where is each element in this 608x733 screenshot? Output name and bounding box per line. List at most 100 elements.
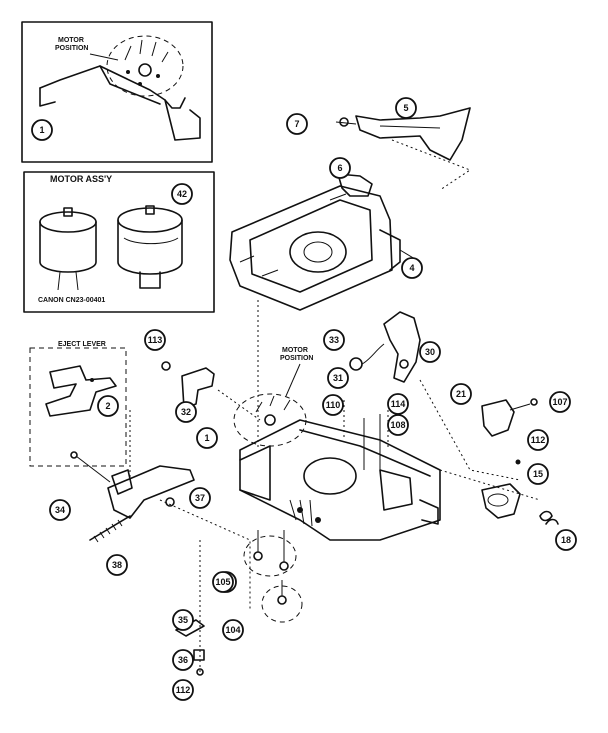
callout-number: 31	[333, 373, 343, 383]
callout-circle	[106, 554, 128, 576]
callout-number: 105	[215, 577, 230, 587]
callout-number: 112	[531, 435, 546, 445]
callout-number: 32	[181, 407, 191, 417]
main-chassis: MOTOR POSITION	[233, 347, 441, 541]
callout-circle	[323, 329, 345, 351]
callout-circle	[49, 499, 71, 521]
callout-circle	[175, 401, 197, 423]
callout-circle	[144, 329, 166, 351]
callout-5-3: 5	[395, 97, 417, 119]
callout-number: 110	[326, 400, 341, 410]
callout-number: 107	[552, 397, 567, 407]
callout-circle	[31, 119, 53, 141]
inset-motor-position: MOTOR POSITION	[21, 21, 213, 163]
part-32-plate	[161, 361, 215, 409]
callout-circle	[527, 463, 549, 485]
callout-circle	[286, 113, 308, 135]
callout-105-25: 105	[212, 571, 234, 593]
callout-circle	[322, 394, 344, 416]
callout-circle	[97, 395, 119, 417]
inset-motor-label-line1: MOTOR	[58, 37, 84, 44]
callout-number: 15	[533, 469, 543, 479]
callout-6-4: 6	[329, 157, 351, 179]
callout-104-26: 104	[222, 619, 244, 641]
callout-114-13: 114	[387, 393, 409, 415]
callout-number: 7	[294, 119, 299, 129]
callout-7-2: 7	[286, 113, 308, 135]
callout-36-28: 36	[172, 649, 194, 671]
callout-1-18: 1	[196, 427, 218, 449]
callout-number: 5	[403, 103, 408, 113]
inset-motor-label-line2: POSITION	[55, 45, 88, 52]
callout-circle	[329, 157, 351, 179]
callout-circle	[327, 367, 349, 389]
callout-number: 112	[176, 685, 191, 695]
eject-lever-box: EJECT LEVER	[29, 341, 127, 467]
guide-lines	[129, 139, 541, 610]
eject-lever-assembly	[70, 451, 195, 543]
callout-number: 2	[105, 401, 110, 411]
callout-number: 38	[112, 560, 122, 570]
callout-circle	[212, 571, 234, 593]
callout-circle	[395, 97, 417, 119]
callout-107-16: 107	[549, 391, 571, 413]
callout-circle	[189, 487, 211, 509]
callout-number: 21	[456, 389, 466, 399]
callout-112-20: 112	[527, 429, 549, 451]
callout-circle	[222, 619, 244, 641]
callout-number: 34	[55, 505, 65, 515]
callout-number: 35	[178, 615, 188, 625]
callout-number: 37	[195, 493, 205, 503]
callout-number: 6	[337, 163, 342, 173]
callout-number: 1	[39, 125, 44, 135]
callout-circle	[387, 414, 409, 436]
callout-number: 4	[409, 263, 414, 273]
part-30-arm	[349, 311, 421, 383]
callout-circle	[196, 427, 218, 449]
callout-38-24: 38	[106, 554, 128, 576]
callout-number: 33	[329, 335, 339, 345]
main-motor-label-line1: MOTOR	[282, 347, 308, 354]
callout-circle	[172, 609, 194, 631]
callout-30-8: 30	[419, 341, 441, 363]
callout-32-10: 32	[175, 401, 197, 423]
motor-assy-title: MOTOR ASS'Y	[50, 174, 112, 184]
canon-part-number: CANON CN23-00401	[38, 297, 105, 304]
callout-number: 113	[148, 335, 163, 345]
part-5-bracket	[335, 107, 471, 197]
callout-35-27: 35	[172, 609, 194, 631]
callout-number: 18	[561, 535, 571, 545]
callout-number: 36	[178, 655, 188, 665]
callout-circle	[387, 393, 409, 415]
callout-circle	[171, 183, 193, 205]
callout-21-15: 21	[450, 383, 472, 405]
callout-110-12: 110	[322, 394, 344, 416]
callout-37-19: 37	[189, 487, 211, 509]
part-4-chassis	[229, 185, 421, 311]
callout-1-0: 1	[31, 119, 53, 141]
callout-108-14: 108	[387, 414, 409, 436]
callout-42-1: 42	[171, 183, 193, 205]
part-21-switch	[481, 398, 538, 437]
callout-33-7: 33	[323, 329, 345, 351]
lower-screws	[243, 530, 303, 623]
callout-number: 104	[225, 625, 240, 635]
part-15-assembly	[481, 459, 559, 525]
callout-112-29: 112	[172, 679, 194, 701]
callout-number: 42	[177, 189, 187, 199]
callout-number: 30	[425, 347, 435, 357]
callout-circle	[172, 679, 194, 701]
callout-15-21: 15	[527, 463, 549, 485]
callout-circle	[549, 391, 571, 413]
callout-34-22: 34	[49, 499, 71, 521]
eject-lever-label: EJECT LEVER	[58, 341, 106, 348]
callout-circle	[172, 649, 194, 671]
callout-circle	[450, 383, 472, 405]
callout-number: 114	[391, 399, 406, 409]
callout-4-5: 4	[401, 257, 423, 279]
main-motor-label-line2: POSITION	[280, 355, 313, 362]
callout-circle	[555, 529, 577, 551]
callouts: 1 42 7 5 6 4 113 33 30 2 32 31 110 114 108 21 107 105 1 37 1…	[31, 97, 577, 701]
